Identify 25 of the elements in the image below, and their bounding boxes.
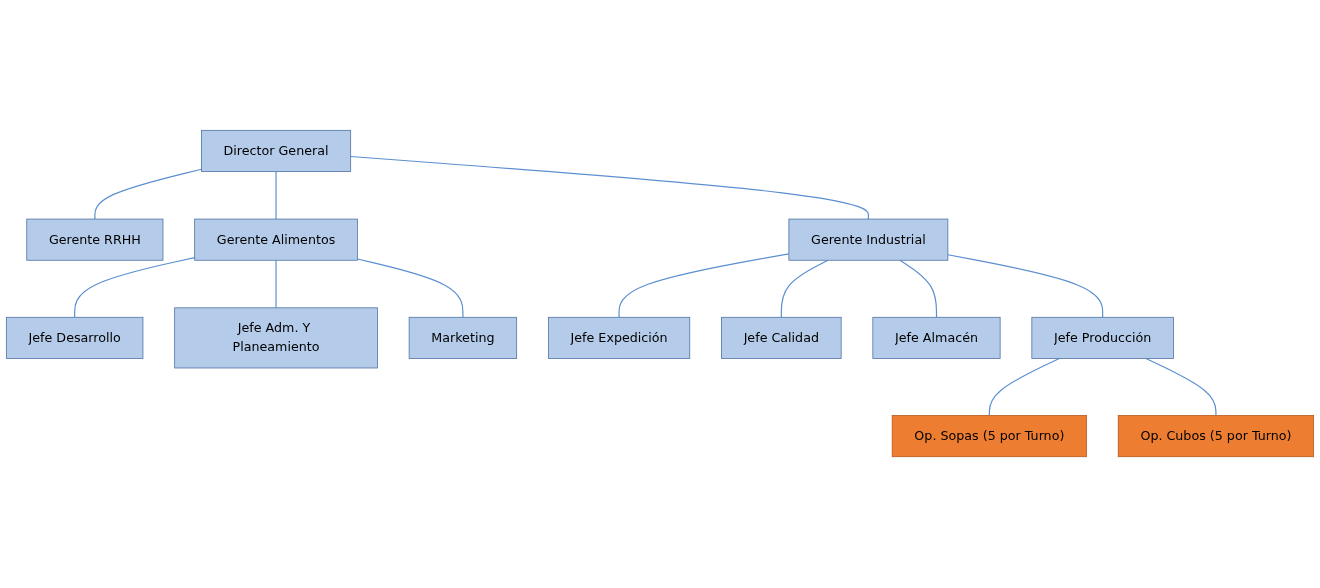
connector xyxy=(94,169,202,221)
node-box: Gerente Alimentos xyxy=(194,219,358,262)
connector xyxy=(350,156,869,221)
connector xyxy=(356,258,464,319)
connector xyxy=(618,253,790,319)
connector xyxy=(947,254,1104,319)
connector xyxy=(1145,358,1217,417)
connector xyxy=(899,260,938,319)
connector xyxy=(275,171,277,221)
node-box: Marketing xyxy=(408,317,518,360)
connector xyxy=(275,260,277,309)
connector xyxy=(74,257,196,319)
connector xyxy=(988,358,1060,417)
node-box: Gerente Industrial xyxy=(788,219,949,262)
node-box: Jefe Producción xyxy=(1031,317,1174,360)
node-box: Jefe Expedición xyxy=(547,317,691,360)
node-box: Director General xyxy=(201,130,352,173)
node-box: Gerente RRHH xyxy=(26,219,164,262)
node-box: Jefe Almacén xyxy=(872,317,1001,360)
node-box: Jefe Calidad xyxy=(721,317,842,360)
node-box: Jefe Desarrollo xyxy=(5,317,144,360)
connector xyxy=(780,260,829,319)
node-box: Op. Cubos (5 por Turno) xyxy=(1117,415,1315,458)
node-box: Op. Sopas (5 por Turno) xyxy=(891,415,1087,458)
node-box: Jefe Adm. Y Planeamiento xyxy=(174,307,378,369)
